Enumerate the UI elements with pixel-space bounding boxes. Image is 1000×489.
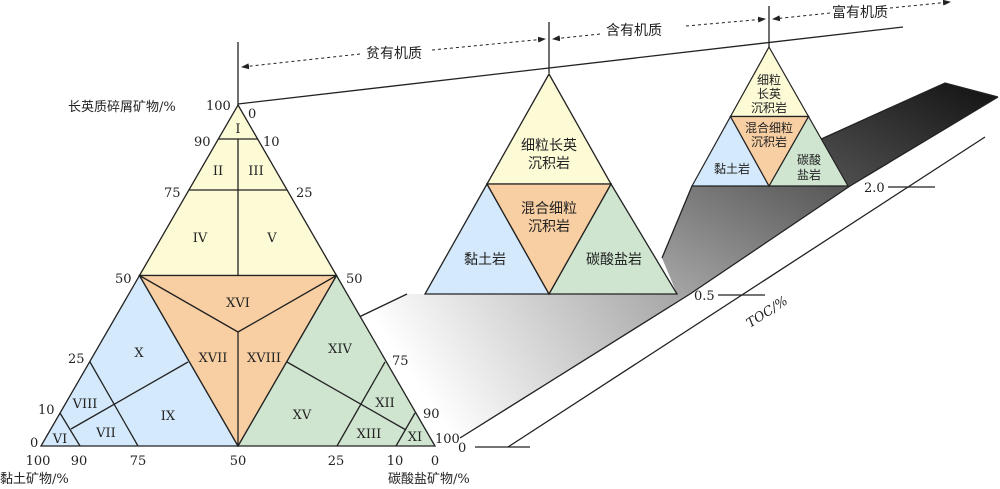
clay-rock-label: 黏土岩	[714, 161, 750, 176]
ternary-diagram	[39, 103, 437, 448]
organic-medium-label: 含有机质	[606, 23, 662, 39]
plane-high-toc	[808, 83, 998, 186]
organic-poor-label: 贫有机质	[366, 46, 422, 62]
felsic-rock-label: 细粒	[757, 72, 781, 87]
clay-rock-label: 黏土岩	[464, 252, 506, 268]
region-label: XIII	[357, 427, 382, 442]
region-label: XVII	[199, 351, 228, 366]
region-label: XV	[293, 408, 312, 423]
region-label: IX	[161, 409, 176, 424]
mixed-rock-label: 沉积岩	[751, 134, 787, 149]
carbonate-rock-label: 碳酸	[797, 152, 821, 167]
tick-left: 75	[164, 186, 181, 201]
region-label: VIII	[72, 397, 98, 412]
low-toc-labels: 细粒长英 沉积岩 混合细粒 沉积岩 黏土岩 碳酸盐岩	[464, 137, 642, 268]
ternary-ticks: 100 90 75 50 25 10 0 0 10 25 50 75 90 10…	[0, 99, 470, 487]
carbonate-rock-label: 盐岩	[797, 167, 821, 182]
felsic-rock-label: 沉积岩	[528, 156, 570, 172]
region-label: I	[235, 122, 240, 137]
mixed-rock-label: 混合细粒	[521, 201, 577, 217]
toc-axis-label: TOC/%	[744, 294, 791, 332]
tick-right: 50	[346, 272, 363, 287]
tick-bottom: 50	[230, 454, 247, 469]
felsic-rock-label: 细粒长英	[521, 137, 577, 154]
mixed-rock-label: 混合细粒	[745, 120, 793, 135]
tick-left: 50	[115, 272, 132, 287]
region-label: XII	[375, 396, 395, 411]
toc-axis-outer	[507, 136, 986, 448]
region-label: XI	[408, 430, 422, 445]
organic-rich-label: 富有机质	[832, 4, 888, 21]
tick-bottom: 90	[71, 454, 88, 469]
plane-mid-toc	[662, 186, 850, 294]
toc-tick-0: 0	[458, 441, 466, 456]
tick-bottom: 0	[431, 454, 439, 469]
tick-bottom: 100	[26, 454, 51, 469]
tick-right: 25	[296, 186, 313, 201]
mixed-rock-label: 沉积岩	[528, 219, 570, 235]
high-toc-triangle	[690, 45, 850, 188]
axis-label-felsic: 长英质碎屑矿物/%	[68, 100, 176, 115]
tick-bottom: 10	[387, 454, 404, 469]
region-label: XIV	[328, 342, 352, 357]
region-label: II	[213, 164, 223, 179]
region-label: III	[248, 164, 263, 179]
tick-right: 75	[392, 354, 409, 369]
tick-bottom: 25	[328, 454, 345, 469]
region-label: XVIII	[247, 351, 281, 366]
felsic-rock-label: 长英	[757, 87, 781, 101]
high-toc-labels: 细粒 长英 沉积岩 混合细粒 沉积岩 黏土岩 碳酸 盐岩	[714, 72, 821, 182]
region-label: IV	[193, 231, 208, 246]
tick-right: 10	[263, 135, 280, 150]
tick-left: 25	[68, 352, 85, 367]
carbonate-rock-label: 碳酸盐岩	[586, 252, 642, 268]
tick-left: 90	[194, 135, 211, 150]
felsic-rock-label: 沉积岩	[751, 100, 787, 115]
toc-tick-0-5: 0.5	[694, 289, 715, 304]
plane-low-toc	[357, 294, 690, 446]
region-label: X	[134, 346, 144, 361]
tick-bottom: 75	[130, 454, 147, 469]
organic-scale: 贫有机质 含有机质 富有机质	[237, 0, 951, 105]
axis-label-carbonate: 碳酸盐矿物/%	[388, 472, 470, 487]
tick-left: 100	[206, 99, 231, 114]
ternary-region-labels: I II III IV V VI VII VIII IX X XI XII XI…	[52, 122, 422, 447]
toc-tick-2-0: 2.0	[864, 181, 885, 196]
toc-axis-inner	[459, 96, 999, 439]
tick-left: 0	[30, 436, 38, 451]
toc-planes: 0 0.5 2.0 TOC/%	[356, 82, 999, 456]
low-toc-triangle	[423, 72, 679, 296]
region-label: V	[266, 231, 277, 246]
region-label: VI	[52, 432, 68, 447]
tick-left: 10	[38, 403, 55, 418]
axis-label-clay: 黏土矿物/%	[0, 471, 69, 487]
tick-right: 100	[435, 432, 460, 447]
region-label: XVI	[226, 296, 250, 311]
region-label: VII	[95, 426, 116, 441]
tick-right: 90	[423, 407, 440, 422]
tick-right: 0	[248, 107, 256, 122]
